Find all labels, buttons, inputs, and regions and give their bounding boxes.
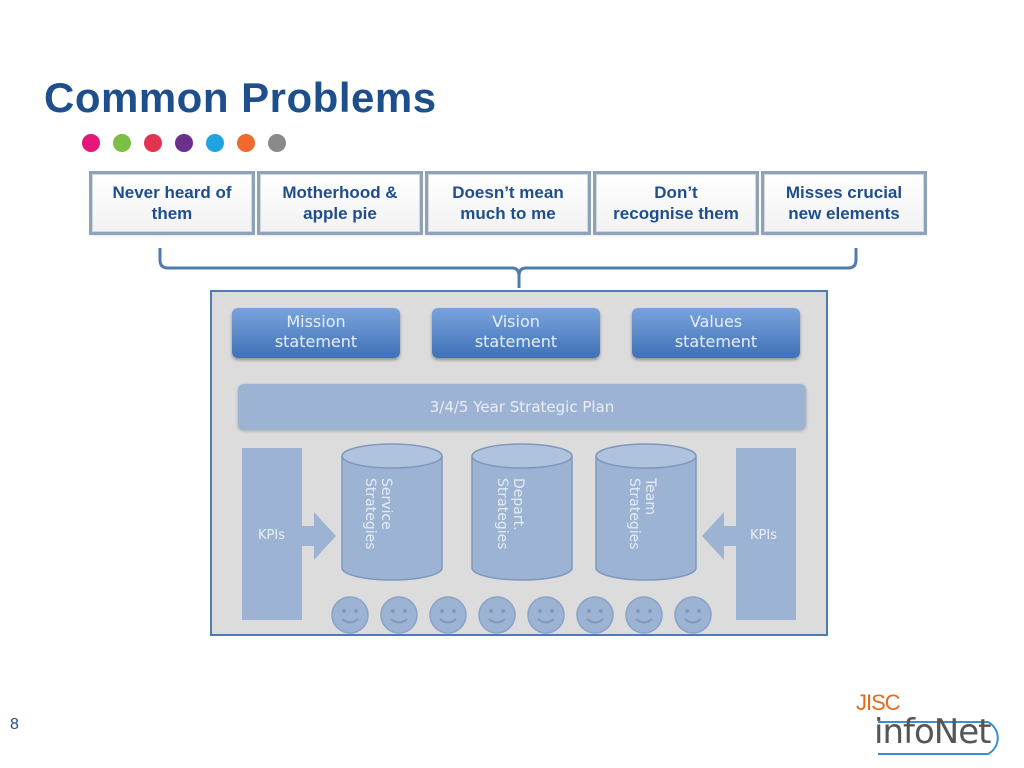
smiley-face-icon [625,596,663,634]
smiley-face-icon [478,596,516,634]
logo-text-line1: JISC [856,690,901,715]
statement-line1: Values [689,312,743,331]
kpi-left-label: KPIs [258,528,285,543]
color-dot [237,134,255,152]
problem-row: Never heard of them Motherhood & apple pie… [92,174,924,232]
grouping-brace [158,248,858,288]
problem-text-line2: much to me [460,204,556,223]
color-dot [113,134,131,152]
people-row [330,595,713,635]
jisc-infonet-logo: JISC infoNet [848,690,1008,755]
problem-box: Doesn’t mean much to me [428,174,588,232]
department-strategies-cylinder [471,443,573,581]
problem-box: Don’t recognise them [596,174,756,232]
color-dot [144,134,162,152]
smiley-face-icon [527,596,565,634]
problem-box: Motherhood & apple pie [260,174,420,232]
strategic-plan-bar: 3/4/5 Year Strategic Plan [238,384,806,430]
cylinder-line2: Strategies [626,478,642,550]
smiley-face-icon [429,596,467,634]
kpi-left-block [242,448,302,620]
color-dot [82,134,100,152]
cylinder-line2: Strategies [362,478,378,550]
kpi-right-label: KPIs [750,528,777,543]
cylinder-line1: Depart. [510,478,526,531]
cylinder-line1: Service [378,478,394,530]
logo-text-line2: infoNet [874,712,991,752]
kpi-right-arrow-icon [702,512,738,560]
problem-text-line1: Never heard of [112,183,232,202]
statement-line1: Mission [286,312,346,331]
smiley-face-icon [674,596,712,634]
problem-text-line2: apple pie [303,204,377,223]
department-strategies-label: Depart.Strategies [494,478,526,550]
problem-text-line1: Motherhood & [282,183,398,202]
smiley-face-icon [331,596,369,634]
cylinder-line1: Team [642,478,658,516]
kpi-left-arrow-icon [300,512,336,560]
color-dot [206,134,224,152]
page-title: Common Problems [44,74,437,121]
color-dots [82,134,286,152]
problem-text-line2: new elements [788,204,900,223]
problem-text-line1: Doesn’t mean [452,183,564,202]
problem-text-line2: them [151,204,193,223]
statement-line2: statement [474,332,558,351]
team-strategies-cylinder [595,443,697,581]
kpi-right-block [736,448,796,620]
statement-line1: Vision [492,312,540,331]
page-number: 8 [10,716,19,733]
smiley-face-icon [380,596,418,634]
color-dot [268,134,286,152]
problem-box: Misses crucial new elements [764,174,924,232]
statement-line2: statement [274,332,358,351]
color-dot [175,134,193,152]
problem-text-line2: recognise them [613,204,739,223]
service-strategies-cylinder [341,443,443,581]
problem-text-line1: Don’t [654,183,698,202]
cylinder-line2: Strategies [494,478,510,550]
smiley-face-icon [576,596,614,634]
problem-text-line1: Misses crucial [785,183,903,202]
statement-line2: statement [674,332,758,351]
problem-box: Never heard of them [92,174,252,232]
